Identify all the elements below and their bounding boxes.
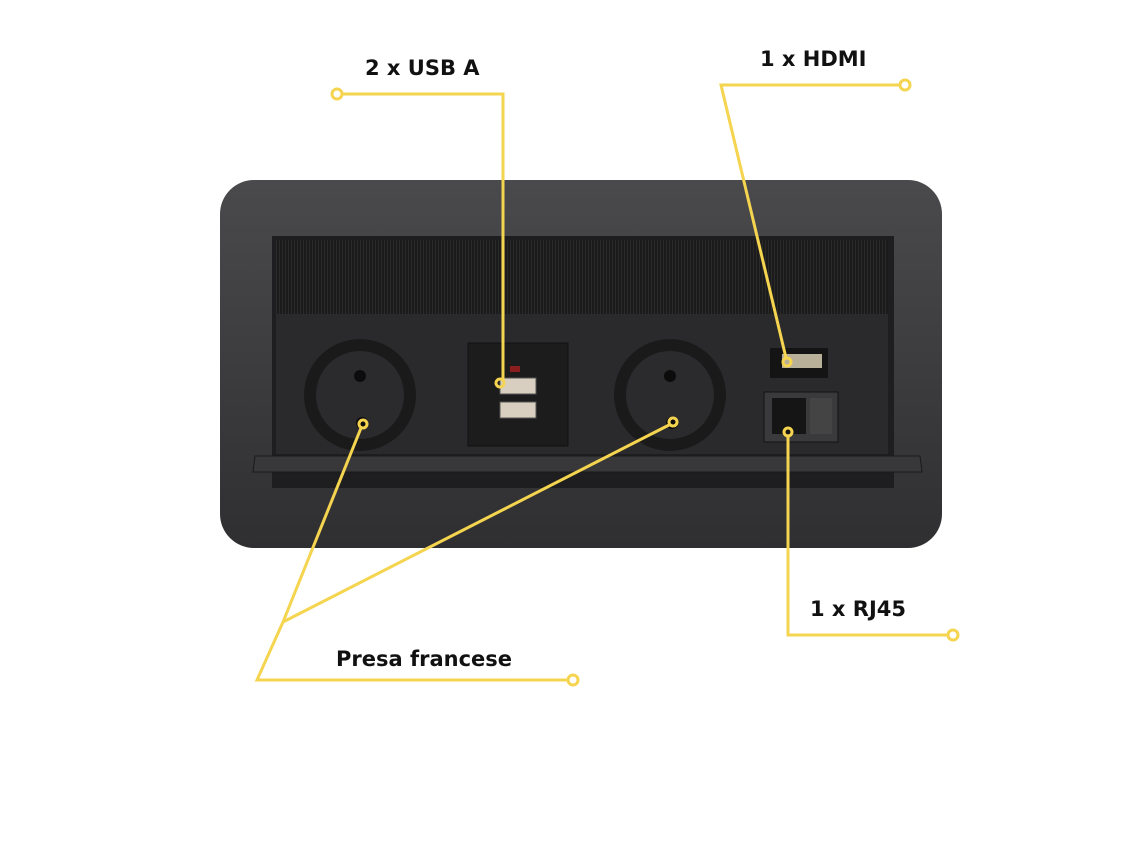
lid-lip [252,455,923,473]
socket-left [304,339,416,451]
label-usb: 2 x USB A [365,56,480,80]
socket-leader-line [254,427,567,682]
usb-leader-line [343,92,505,380]
rj45-leader-line [786,436,947,637]
hdmi-port [770,348,828,378]
hdmi-leader-dot [898,78,912,92]
label-socket: Presa francese [336,647,513,671]
hdmi-leader-line [719,83,899,359]
rj45-leader-dot [946,628,960,642]
socket-right [614,339,726,451]
annotation-lines [254,78,960,687]
socket-leader-dot [566,673,580,687]
rj45-port [763,391,839,443]
label-hdmi: 1 x HDMI [760,47,867,71]
label-rj45: 1 x RJ45 [810,597,906,621]
cable-brush [276,240,888,316]
usb-module [467,342,569,447]
usb-leader-dot [330,87,344,101]
